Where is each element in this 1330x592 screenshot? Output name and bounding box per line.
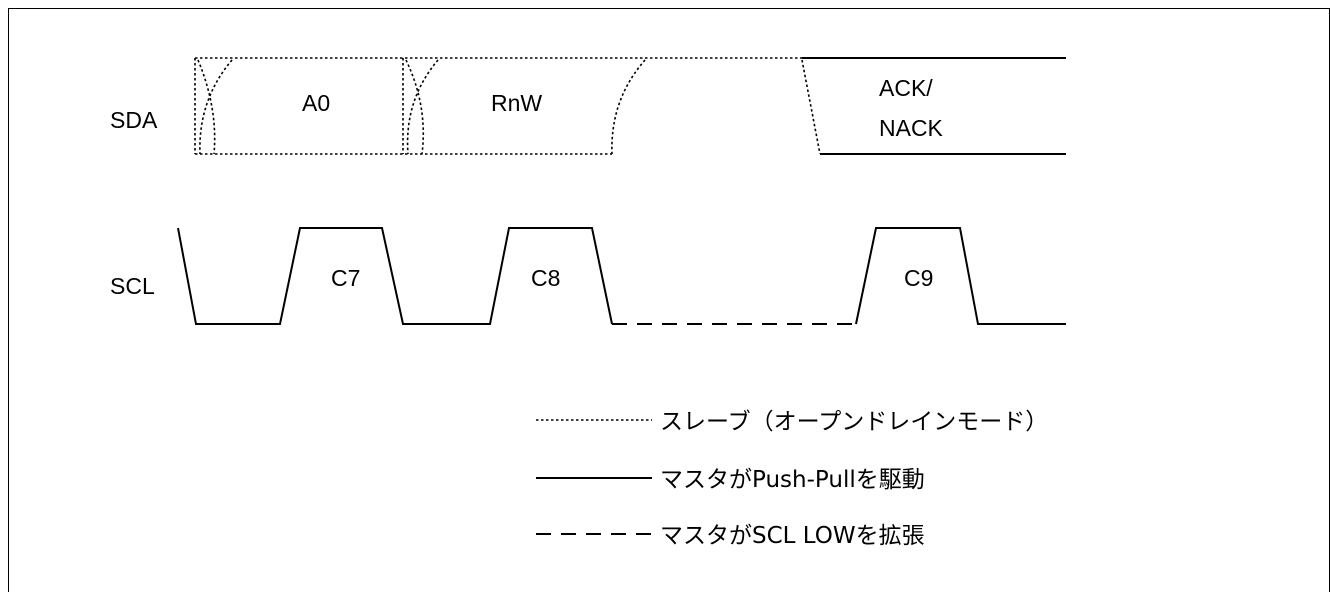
legend-dashed-label: マスタがSCL LOWを拡張 bbox=[660, 523, 925, 549]
scl-solid-c9 bbox=[855, 227, 1066, 325]
sda-cross-a2 bbox=[199, 59, 233, 155]
sda-rnw-end bbox=[611, 59, 646, 155]
pulse-c9-label: C9 bbox=[904, 265, 933, 291]
sda-cross-a1 bbox=[197, 59, 216, 155]
sda-label: SDA bbox=[110, 107, 158, 133]
field-ack-label-line1: ACK/ bbox=[879, 75, 933, 101]
sda-waveform bbox=[194, 57, 1066, 155]
pulse-c8-label: C8 bbox=[531, 265, 560, 291]
legend: スレーブ（オープンドレインモード） マスタがPush-Pullを駆動 マスタがS… bbox=[536, 409, 1048, 549]
legend-solid-label: マスタがPush-Pullを駆動 bbox=[660, 467, 925, 493]
legend-dotted-label: スレーブ（オープンドレインモード） bbox=[660, 409, 1048, 435]
sda-cross-b2 bbox=[406, 59, 439, 155]
scl-label: SCL bbox=[110, 273, 155, 299]
sda-ack-edge bbox=[801, 59, 821, 155]
pulse-c7-label: C7 bbox=[331, 265, 360, 291]
scl-waveform bbox=[177, 227, 1066, 325]
sda-cross-b1 bbox=[405, 59, 425, 155]
field-rnw-label: RnW bbox=[491, 90, 542, 116]
field-ack-label-line2: NACK bbox=[879, 115, 944, 141]
field-a0-label: A0 bbox=[302, 90, 330, 116]
scl-solid-c7-c8 bbox=[177, 227, 613, 325]
